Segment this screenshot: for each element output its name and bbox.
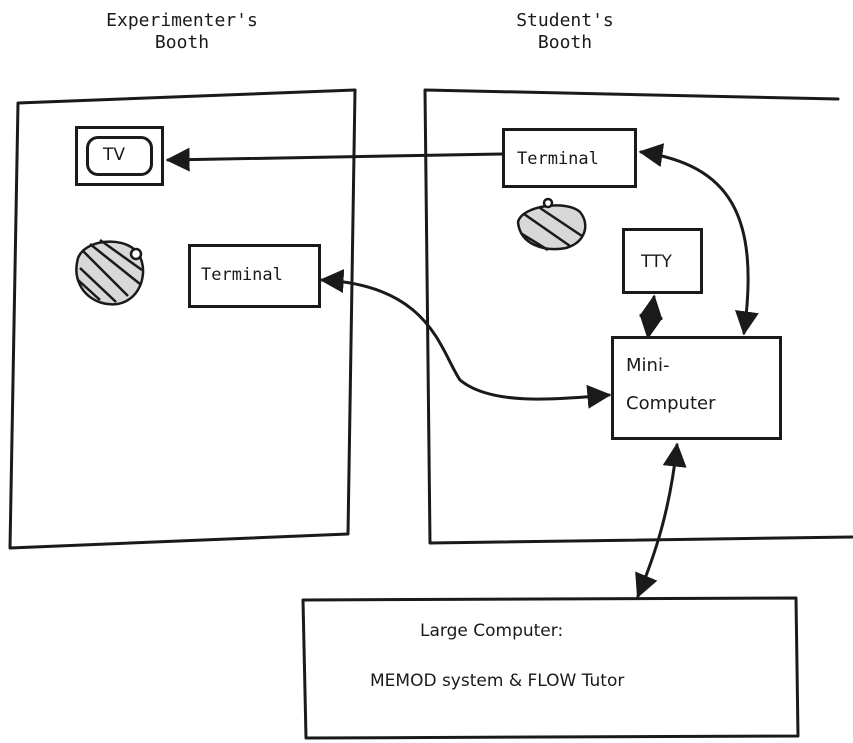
experimenter-terminal-box: Terminal — [188, 244, 321, 308]
tv-label: TV — [103, 145, 126, 165]
arrow-tty-minicomputer — [638, 294, 664, 340]
arrow-terminal-to-tv — [165, 147, 504, 172]
arrow-terminal-minicomputer-experimenter — [319, 269, 612, 409]
student-heading-line1: Student's — [516, 10, 614, 31]
large-computer-title: Large Computer: — [420, 621, 564, 641]
large-computer-frame — [301, 596, 800, 740]
student-person-icon — [516, 197, 587, 252]
minicomputer-label-line2: Computer — [626, 393, 716, 414]
experimenter-terminal-label: Terminal — [201, 265, 283, 285]
experimenter-booth-heading: Experimenter's Booth — [82, 10, 282, 54]
tty-label: TTY — [641, 252, 672, 272]
tv-screen: TV — [86, 136, 153, 176]
student-booth-heading: Student's Booth — [490, 10, 640, 54]
minicomputer-label-line1: Mini- — [626, 355, 670, 376]
experimenter-booth-frame — [8, 88, 357, 550]
student-terminal-label: Terminal — [517, 149, 599, 169]
arrow-minicomputer-largecomputer — [635, 442, 687, 599]
experimenter-heading-line1: Experimenter's — [106, 10, 258, 31]
arrow-terminal-minicomputer — [638, 143, 759, 336]
tv-box: TV — [75, 126, 164, 186]
minicomputer-box: Mini- Computer — [611, 336, 782, 440]
tty-box: TTY — [622, 228, 703, 294]
student-booth-frame — [423, 88, 853, 545]
experimenter-heading-line2: Booth — [154, 32, 210, 53]
student-terminal-box: Terminal — [502, 128, 637, 188]
student-heading-line2: Booth — [537, 32, 593, 53]
large-computer-description: MEMOD system & FLOW Tutor — [370, 671, 625, 691]
experimenter-person-icon — [75, 238, 145, 306]
